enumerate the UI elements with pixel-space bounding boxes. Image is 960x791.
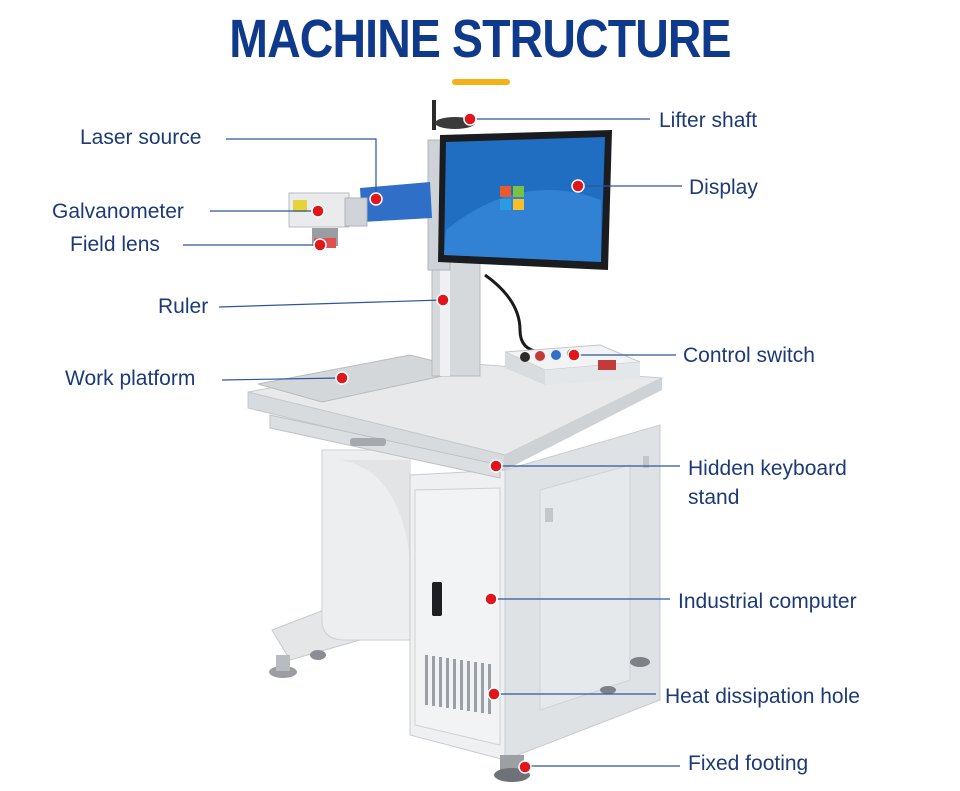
marker-lifter-shaft (463, 112, 477, 126)
marker-galvanometer (311, 204, 325, 218)
label-heat-dissipation-hole: Heat dissipation hole (665, 685, 860, 708)
marker-display (571, 179, 585, 193)
marker-ruler (436, 293, 450, 307)
label-display: Display (689, 176, 758, 199)
title-accent-bar (452, 79, 510, 85)
marker-field-lens (313, 238, 327, 252)
cabinet (409, 424, 661, 782)
label-ruler: Ruler (158, 295, 209, 318)
marker-control-switch (567, 348, 581, 362)
marker-industrial-computer (484, 592, 498, 606)
marker-keyboard-stand (489, 459, 503, 473)
monitor (438, 130, 612, 270)
label-work-platform: Work platform (65, 367, 196, 390)
label-galvanometer: Galvanometer (52, 200, 184, 223)
marker-work-platform (335, 371, 349, 385)
page-title: MACHINE STRUCTURE (229, 9, 731, 69)
label-control-switch: Control switch (683, 344, 815, 367)
label-field-lens: Field lens (70, 233, 160, 256)
laser-head (288, 182, 432, 248)
marker-heat-dissipation (487, 687, 501, 701)
label-fixed-footing: Fixed footing (688, 752, 809, 775)
cabinet-leg (321, 449, 411, 641)
marker-laser-source (369, 192, 383, 206)
label-lifter-shaft: Lifter shaft (659, 109, 758, 132)
label-hidden-keyboard-stand: Hidden keyboard (688, 457, 847, 480)
label-industrial-computer: Industrial computer (678, 590, 857, 613)
marker-fixed-footing (518, 760, 532, 774)
label-laser-source: Laser source (80, 126, 202, 149)
leader-lines (183, 118, 682, 767)
label-hidden-keyboard-stand-line2: stand (688, 486, 740, 509)
part-markers (311, 112, 585, 774)
